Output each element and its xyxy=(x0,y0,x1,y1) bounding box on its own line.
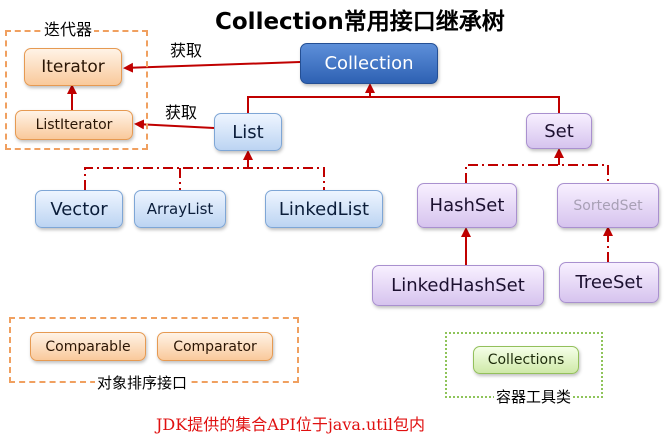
edge-list-impls xyxy=(84,167,325,190)
sortedset-node[interactable]: SortedSet xyxy=(557,183,659,228)
listiterator-node[interactable]: ListIterator xyxy=(15,110,133,140)
iterator-node[interactable]: Iterator xyxy=(24,48,122,86)
vector-node[interactable]: Vector xyxy=(35,190,123,228)
edge-collection-iterator xyxy=(123,61,301,73)
compare-group-label: 对象排序接口 xyxy=(95,372,190,393)
comparator-node[interactable]: Comparator xyxy=(157,332,273,361)
comparable-node[interactable]: Comparable xyxy=(30,332,146,361)
footer-note: JDK提供的集合API位于java.util包内 xyxy=(156,415,425,434)
hashset-node[interactable]: HashSet xyxy=(417,183,517,228)
get-listiterator-label: 获取 xyxy=(165,103,198,122)
edge-list-listiterator xyxy=(134,119,215,130)
list-node[interactable]: List xyxy=(214,113,282,151)
linkedlist-node[interactable]: LinkedList xyxy=(265,190,383,228)
tools-group-label: 容器工具类 xyxy=(494,386,574,407)
arraylist-node[interactable]: ArrayList xyxy=(134,190,226,228)
treeset-node[interactable]: TreeSet xyxy=(559,262,659,303)
set-node[interactable]: Set xyxy=(526,113,592,149)
diagram-title: Collection常用接口继承树 xyxy=(215,9,505,35)
edge-list-set-collection xyxy=(247,96,560,113)
collection-node[interactable]: Collection xyxy=(300,43,438,84)
get-iterator-label: 获取 xyxy=(170,41,203,60)
iterator-group-label: 迭代器 xyxy=(42,16,95,40)
collections-node[interactable]: Collections xyxy=(473,346,579,374)
edge-set-impls xyxy=(465,164,609,183)
linkedhashset-node[interactable]: LinkedHashSet xyxy=(372,265,544,306)
